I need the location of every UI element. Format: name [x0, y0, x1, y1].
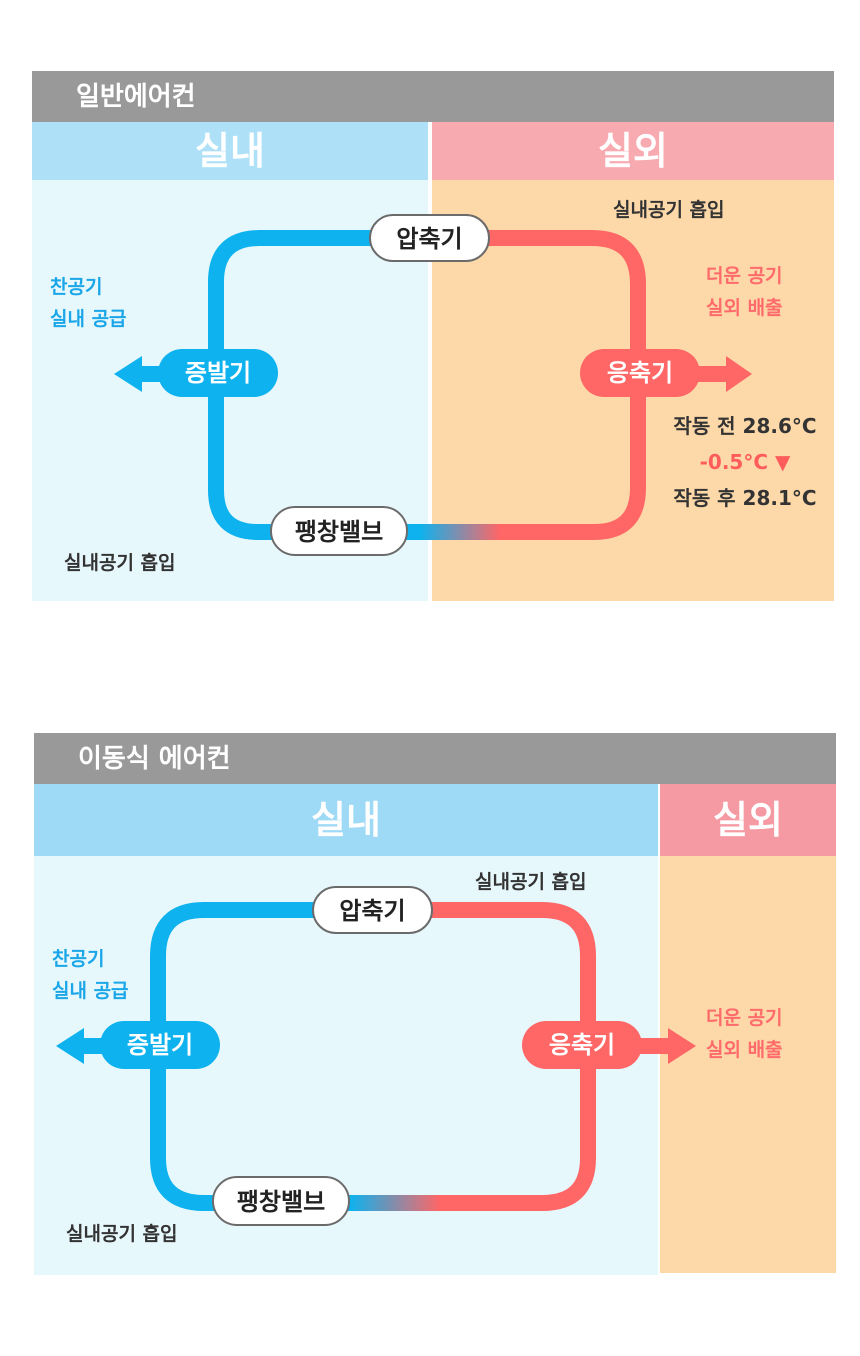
title-bar: 일반에어컨	[32, 71, 834, 122]
hot-air-note: 더운 공기 실외 배출	[706, 1002, 783, 1066]
temp-after: 작동 후 28.1°C	[673, 486, 817, 510]
intake-bottom-label: 실내공기 흡입	[66, 1223, 178, 1245]
cold-air-line1: 찬공기	[52, 948, 105, 970]
compressor-pill: 압축기	[369, 214, 490, 262]
temperature-readout: 작동 전 28.6°C -0.5°C ▼ 작동 후 28.1°C	[660, 408, 830, 516]
evaporator-label: 증발기	[184, 359, 252, 387]
intake-top-note: 실내공기 흡입	[613, 194, 725, 226]
hot-air-arrow	[630, 1028, 696, 1064]
outdoor-header: 실외	[432, 122, 834, 180]
cold-air-line1: 찬공기	[50, 276, 103, 298]
temp-before: 작동 전 28.6°C	[673, 414, 817, 438]
hot-air-note: 더운 공기 실외 배출	[706, 260, 783, 324]
hot-air-line1: 더운 공기	[706, 1007, 783, 1029]
expansion-valve-pill: 팽창밸브	[212, 1176, 350, 1226]
intake-bottom-label: 실내공기 흡입	[64, 552, 176, 574]
cold-air-line2: 실내 공급	[52, 980, 129, 1002]
evaporator-pill: 증발기	[158, 349, 278, 397]
intake-top-label: 실내공기 흡입	[613, 199, 725, 221]
indoor-header: 실내	[34, 784, 658, 856]
hot-loop-path	[430, 230, 646, 540]
intake-top-note: 실내공기 흡입	[475, 866, 587, 898]
diagram-title: 이동식 에어컨	[78, 744, 231, 774]
expansion-valve-pill: 팽창밸브	[270, 506, 408, 556]
cold-air-note: 찬공기 실내 공급	[52, 943, 129, 1007]
evaporator-pill: 증발기	[100, 1021, 220, 1069]
indoor-header: 실내	[32, 122, 428, 180]
temp-delta: -0.5°C ▼	[699, 450, 791, 474]
cold-air-arrow	[114, 356, 200, 392]
condenser-pill: 응축기	[580, 349, 700, 397]
cold-air-line2: 실내 공급	[50, 308, 127, 330]
compressor-label: 압축기	[339, 897, 406, 925]
hot-air-arrow	[690, 356, 752, 392]
intake-bottom-note: 실내공기 흡입	[64, 547, 176, 579]
cold-air-note: 찬공기 실내 공급	[50, 271, 127, 335]
outdoor-header: 실외	[660, 784, 836, 856]
condenser-pill: 응축기	[522, 1021, 642, 1069]
compressor-pill: 압축기	[312, 886, 433, 934]
indoor-label: 실내	[195, 129, 265, 173]
outdoor-label: 실외	[713, 798, 783, 842]
hot-air-line1: 더운 공기	[706, 265, 783, 287]
compressor-label: 압축기	[396, 225, 463, 253]
hot-air-line2: 실외 배출	[706, 297, 783, 319]
cold-air-arrow	[56, 1028, 140, 1064]
diagram-title: 일반에어컨	[76, 82, 196, 112]
evaporator-label: 증발기	[126, 1031, 194, 1059]
hot-air-line2: 실외 배출	[706, 1039, 783, 1061]
title-bar: 이동식 에어컨	[34, 733, 836, 784]
expansion-valve-label: 팽창밸브	[294, 518, 384, 546]
intake-top-label: 실내공기 흡입	[475, 871, 587, 893]
outdoor-label: 실외	[598, 129, 668, 173]
intake-bottom-note: 실내공기 흡입	[66, 1218, 178, 1250]
condenser-label: 응축기	[548, 1031, 616, 1059]
indoor-label: 실내	[311, 798, 381, 842]
outdoor-zone	[660, 856, 836, 1273]
expansion-valve-label: 팽창밸브	[236, 1188, 326, 1216]
condenser-label: 응축기	[606, 359, 674, 387]
